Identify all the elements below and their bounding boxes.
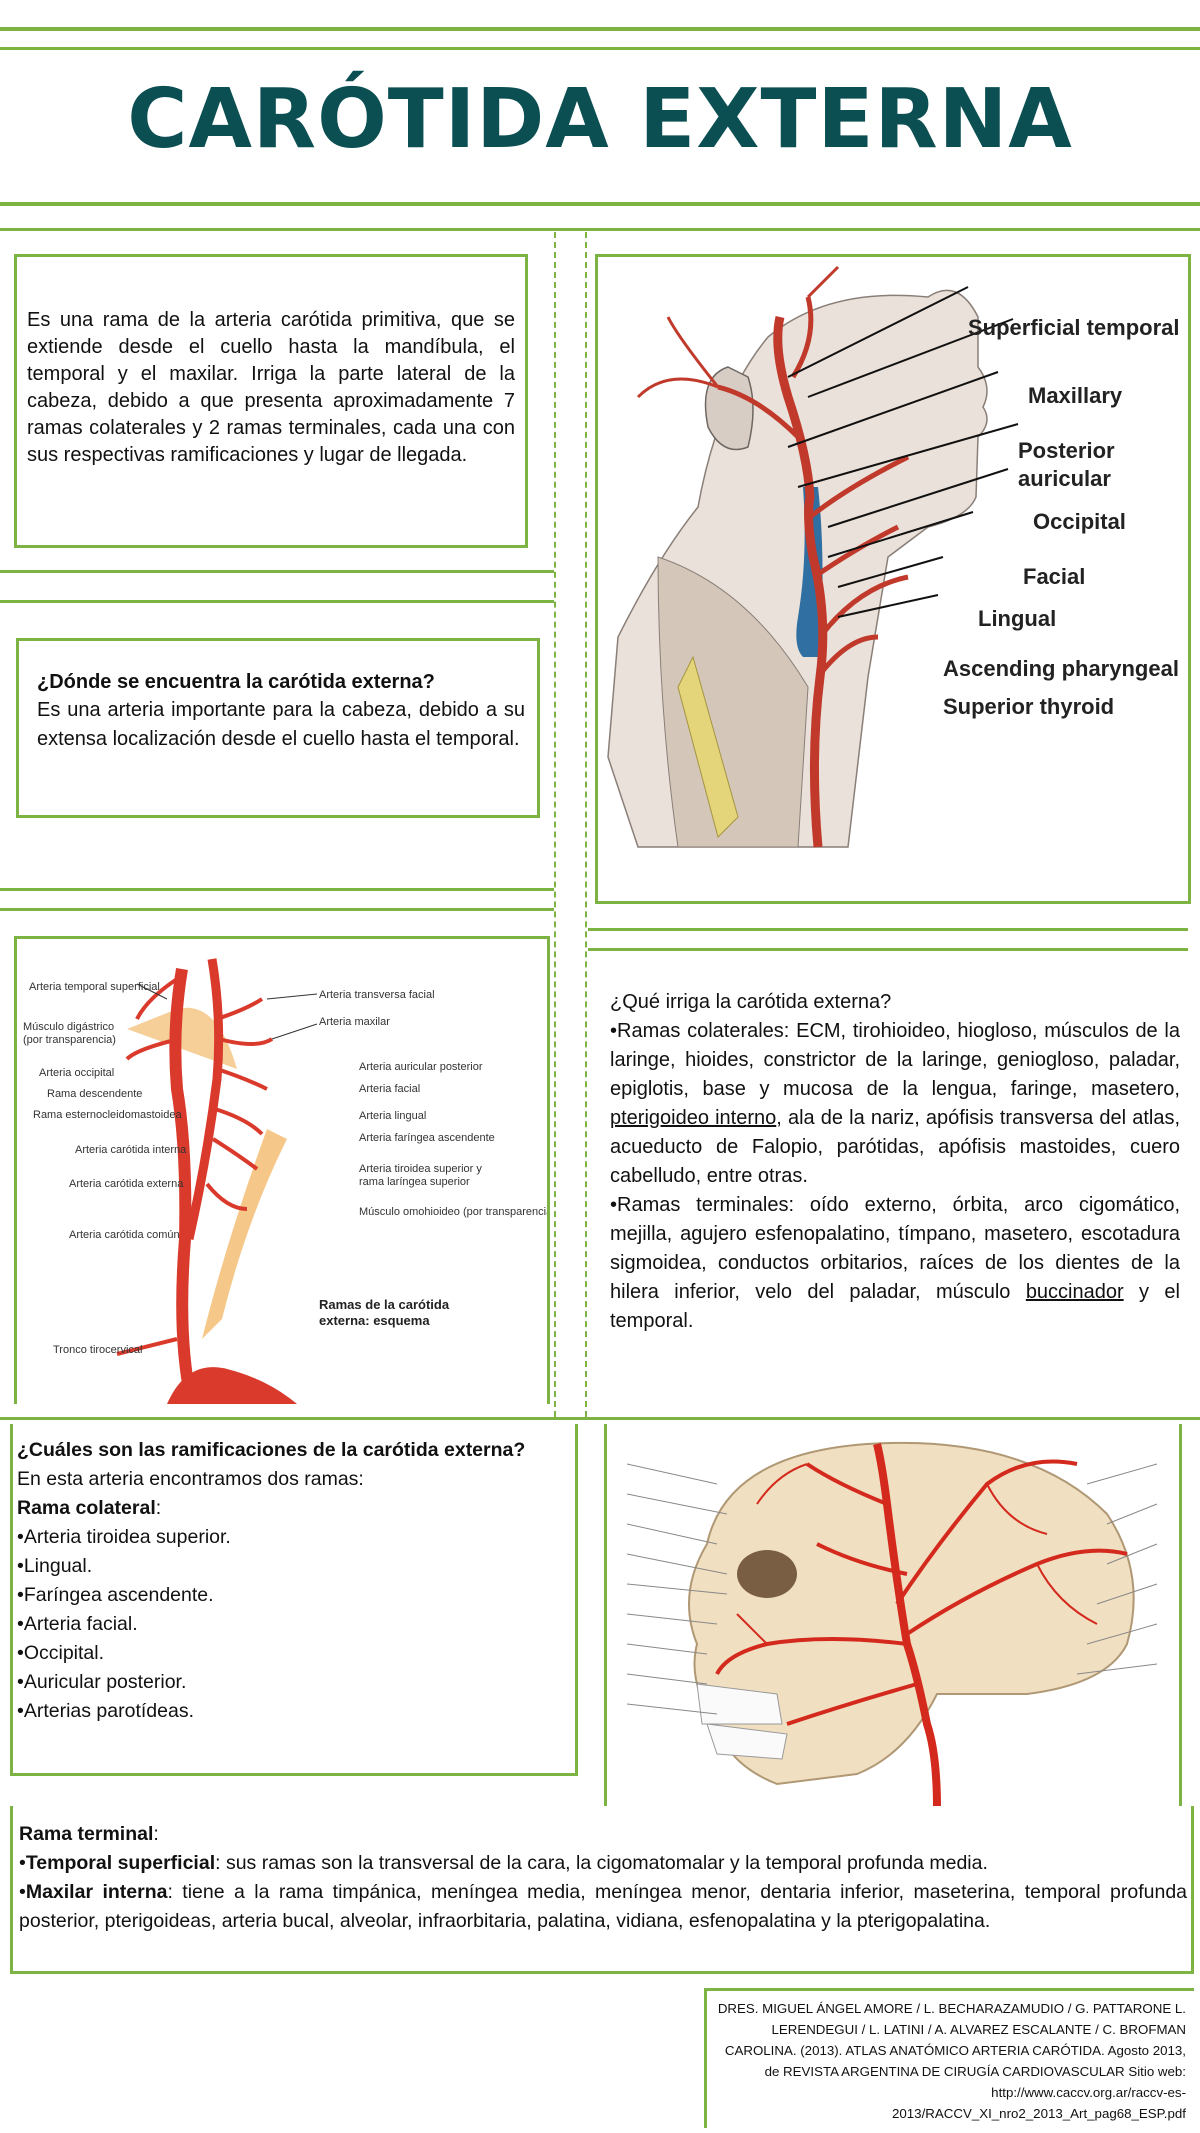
terminal-box: Rama terminal: •Temporal superficial: su… — [10, 1806, 1194, 1974]
reference-box — [704, 1988, 1194, 2128]
irrigation-terminal-rest: y el temporal. — [610, 1281, 1180, 1332]
left-rule-3 — [0, 888, 554, 891]
left-rule-2 — [0, 600, 554, 603]
irrigation-colateral-rest: , ala de la nariz, apófisis transversa d… — [610, 1107, 1180, 1187]
terminal-item-1: •Temporal superficial: sus ramas son la … — [19, 1849, 1187, 1878]
left-rule-1 — [0, 570, 554, 573]
branches-colateral-colon: : — [155, 1497, 162, 1519]
irrigation-terminal: •Ramas terminales: oído externo, órbita,… — [610, 1191, 1180, 1336]
schema-label-right-1: Arteria transversa facial — [319, 989, 435, 1001]
irrigation-section: ¿Qué irriga la carótida externa? •Ramas … — [610, 988, 1180, 1336]
schema-label-left-7: Arteria carótida externa — [69, 1178, 184, 1190]
terminal-item-1-bullet: • — [19, 1852, 26, 1874]
terminal-item-2-bullet: • — [19, 1881, 26, 1903]
skull-anatomy-illustration — [626, 1441, 1158, 1808]
column-divider-1 — [554, 232, 556, 1417]
reference-text: DRES. MIGUEL ÁNGEL AMORE / L. BECHARAZAM… — [717, 2001, 1186, 2121]
schema-label-right-8: Músculo omohioideo (por transparencia) — [359, 1206, 550, 1218]
schema-label-right-2: Arteria maxilar — [319, 1016, 390, 1028]
irrigation-colateral-intro: •Ramas colaterales: ECM, tirohioideo, hi… — [610, 1020, 1180, 1100]
neck-label-superior-thyroid: Superior thyroid — [943, 694, 1115, 719]
title-rule-1 — [0, 202, 1200, 206]
mid-rule — [0, 1417, 1200, 1420]
schema-label-left-1: Arteria temporal superficial — [29, 981, 160, 993]
neck-label-maxillary: Maxillary — [1028, 383, 1123, 408]
irrigation-terminal-intro: •Ramas terminales: oído externo, órbita,… — [610, 1194, 1180, 1303]
branches-box: ¿Cuáles son las ramificaciones de la car… — [10, 1424, 578, 1776]
right-rule-2 — [588, 948, 1188, 951]
terminal-colon: : — [153, 1823, 159, 1845]
terminal-item-2-name: Maxilar interna — [25, 1881, 168, 1903]
skull-figure — [604, 1424, 1182, 1808]
branches-intro: En esta arteria encontramos dos ramas: — [17, 1468, 364, 1490]
neck-label-lingual: Lingual — [978, 606, 1057, 631]
branch-item-4: •Arteria facial. — [17, 1613, 138, 1635]
schema-label-right-7: Arteria tiroidea superior y rama larínge… — [359, 1163, 482, 1188]
schema-label-left-4: Rama descendente — [47, 1088, 143, 1100]
branch-item-5: •Occipital. — [17, 1642, 105, 1664]
schema-label-right-5: Arteria lingual — [359, 1110, 427, 1122]
terminal-item-1-text: : sus ramas son la transversal de la car… — [215, 1852, 988, 1874]
intro-text: Es una rama de la arteria carótida primi… — [27, 309, 515, 466]
schema-label-left-9: Tronco tirocervical — [53, 1344, 143, 1356]
neck-label-occipital: Occipital — [1033, 509, 1126, 534]
neck-anatomy-illustration — [598, 257, 1188, 901]
intro-box: Es una rama de la arteria carótida primi… — [14, 254, 528, 548]
title-rule-2 — [0, 228, 1200, 231]
schema-caption-line-2: externa: esquema — [319, 1313, 430, 1328]
schema-label-left-5: Rama esternocleidomastoidea — [33, 1109, 182, 1121]
irrigation-question: ¿Qué irriga la carótida externa? — [610, 991, 892, 1013]
neck-label-posterior-auricular: Posterior auricular — [1018, 438, 1115, 491]
neck-label-ascending-pharyngeal: Ascending pharyngeal — [943, 656, 1179, 681]
carotid-schema-illustration — [116, 958, 318, 1404]
irrigation-colateral-underlined: pterigoideo interno — [610, 1107, 777, 1129]
branches-colateral-heading: Rama colateral — [17, 1497, 156, 1519]
branch-item-6: •Auricular posterior. — [17, 1671, 187, 1693]
schema-label-right-3: Arteria auricular posterior — [359, 1061, 483, 1073]
schema-label-left-2: Músculo digástrico (por transparencia) — [23, 1021, 116, 1046]
branch-item-1: •Arteria tiroidea superior. — [17, 1526, 231, 1548]
schema-label-left-6: Arteria carótida interna — [75, 1144, 187, 1156]
location-box: ¿Dónde se encuentra la carótida externa?… — [16, 638, 540, 818]
neck-label-superficial-temporal: Superficial temporal — [968, 315, 1180, 340]
terminal-heading: Rama terminal — [19, 1823, 154, 1845]
top-rule-1 — [0, 27, 1200, 31]
terminal-item-2-text: : tiene a la rama timpánica, meníngea me… — [19, 1881, 1188, 1932]
neck-label-facial: Facial — [1023, 564, 1086, 589]
schema-label-right-6: Arteria faríngea ascendente — [359, 1132, 495, 1144]
right-rule-1 — [588, 928, 1188, 931]
branch-item-3: •Faríngea ascendente. — [17, 1584, 214, 1606]
schema-figure: Arteria temporal superficial Músculo dig… — [14, 936, 550, 1404]
branch-item-2: •Lingual. — [17, 1555, 93, 1577]
left-rule-4 — [0, 908, 554, 911]
location-question: ¿Dónde se encuentra la carótida externa? — [37, 671, 435, 693]
page-title: CARÓTIDA EXTERNA — [127, 72, 1073, 167]
schema-label-right-4: Arteria facial — [359, 1083, 421, 1095]
schema-label-left-8: Arteria carótida común — [69, 1229, 180, 1241]
location-answer: Es una arteria importante para la cabeza… — [37, 699, 525, 750]
neck-figure-box: Superficial temporal Maxillary Posterior… — [595, 254, 1191, 904]
schema-label-left-3: Arteria occipital — [39, 1067, 115, 1079]
schema-caption-line-1: Ramas de la carótida — [319, 1297, 450, 1312]
top-rule-2 — [0, 47, 1200, 50]
schema-caption: Ramas de la carótida externa: esquema — [319, 1297, 449, 1329]
column-divider-2 — [585, 232, 587, 1417]
irrigation-colateral: •Ramas colaterales: ECM, tirohioideo, hi… — [610, 1017, 1180, 1191]
branches-question: ¿Cuáles son las ramificaciones de la car… — [17, 1439, 526, 1461]
branches-colateral-heading-line: Rama colateral: — [17, 1494, 571, 1523]
terminal-heading-line: Rama terminal: — [19, 1820, 1187, 1849]
terminal-item-1-name: Temporal superficial — [25, 1852, 216, 1874]
irrigation-terminal-underlined: buccinador — [1025, 1281, 1124, 1303]
branch-item-7: •Arterias parotídeas. — [17, 1700, 194, 1722]
terminal-item-2: •Maxilar interna: tiene a la rama timpán… — [19, 1878, 1187, 1936]
